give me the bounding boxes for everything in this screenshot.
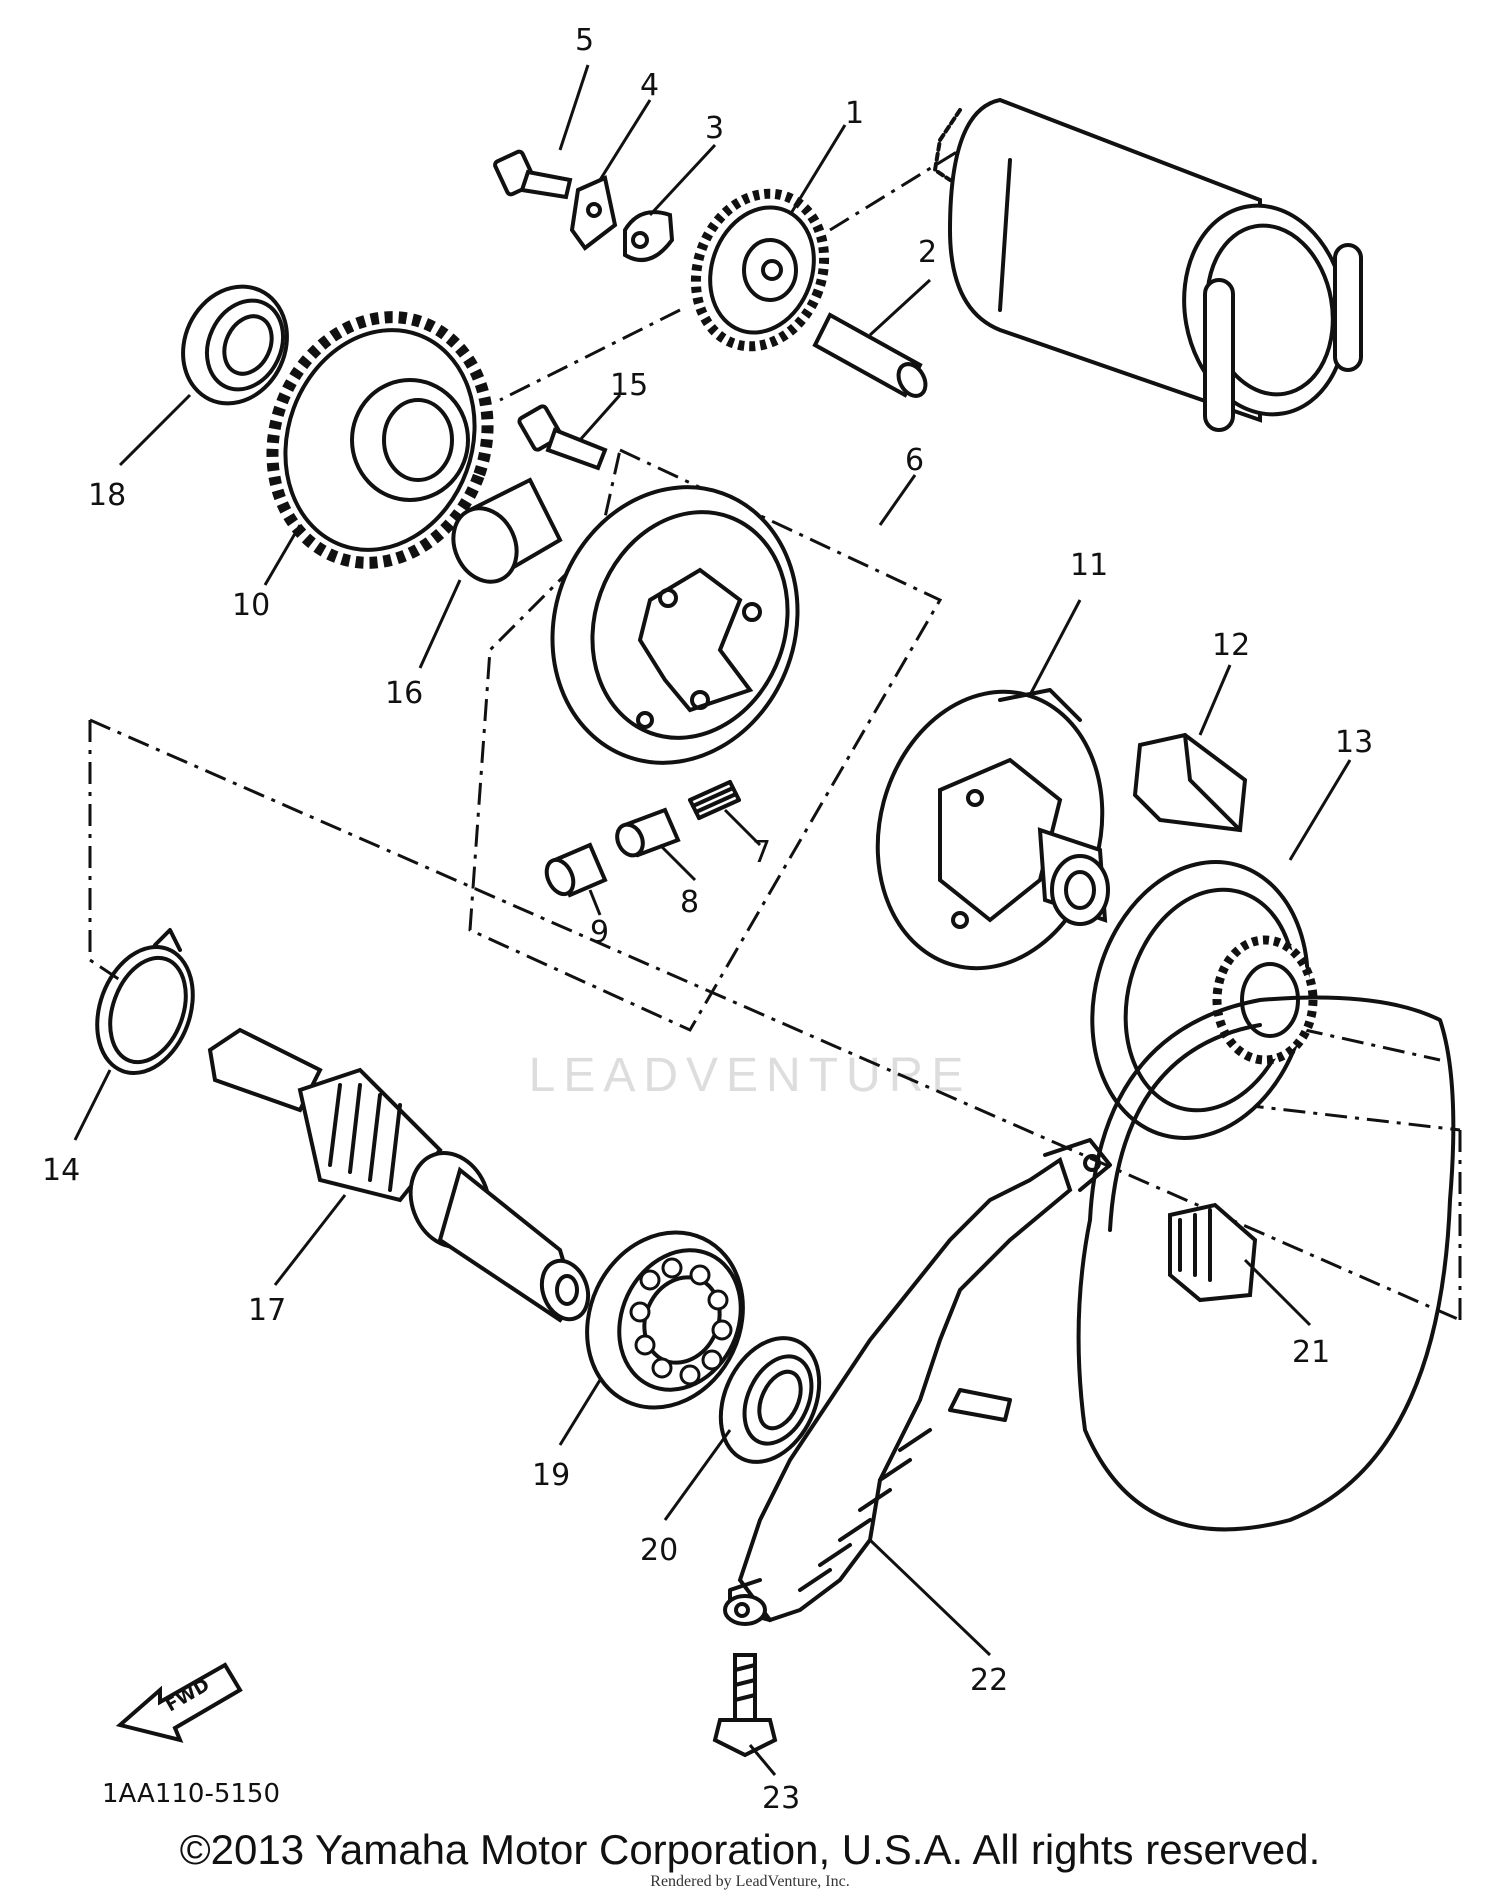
exploded-parts-diagram: FWD 1 2 3 4 5 6 7 8 9 10 xyxy=(42,23,1462,1816)
callout-15: 15 xyxy=(610,368,648,403)
callout-23: 23 xyxy=(762,1781,800,1816)
leader-lines xyxy=(73,64,1352,1776)
callout-13: 13 xyxy=(1335,725,1373,760)
bolt-23 xyxy=(712,1653,778,1758)
callout-numbers: 1 2 3 4 5 6 7 8 9 10 11 12 13 14 15 16 1… xyxy=(42,23,1373,1816)
callout-10: 10 xyxy=(232,588,270,623)
washer-4 xyxy=(569,175,618,251)
callout-5: 5 xyxy=(575,23,594,58)
callout-11: 11 xyxy=(1070,548,1108,583)
callout-14: 14 xyxy=(42,1153,80,1188)
collar-12 xyxy=(1132,732,1248,833)
callout-12: 12 xyxy=(1212,628,1250,663)
callout-6: 6 xyxy=(905,443,924,478)
callout-3: 3 xyxy=(705,111,724,146)
callout-1: 1 xyxy=(845,96,864,131)
spring-7 xyxy=(688,780,741,820)
copyright-notice: ©2013 Yamaha Motor Corporation, U.S.A. A… xyxy=(179,1826,1321,1873)
callout-17: 17 xyxy=(248,1293,286,1328)
oil-seal-20 xyxy=(718,1336,822,1464)
roller-9 xyxy=(544,842,608,898)
rendered-by-notice: Rendered by LeadVenture, Inc. xyxy=(650,1873,850,1890)
circlip-14 xyxy=(95,928,195,1075)
guide-22 xyxy=(723,1138,1112,1626)
callout-2: 2 xyxy=(918,235,937,270)
bolt-5 xyxy=(493,149,573,200)
collar-21 xyxy=(1168,1202,1258,1303)
cover-outline xyxy=(1076,995,1456,1532)
callout-21: 21 xyxy=(1292,1335,1330,1370)
bushing-16 xyxy=(451,477,563,584)
callout-9: 9 xyxy=(590,915,609,950)
shaft-2 xyxy=(812,312,928,398)
starter-motor xyxy=(933,97,1363,432)
part-code: 1AA110-5150 xyxy=(102,1779,280,1809)
bearing-18 xyxy=(181,284,289,406)
callout-7: 7 xyxy=(752,835,771,870)
callout-22: 22 xyxy=(970,1663,1008,1698)
leadventure-watermark: LEADVENTURE xyxy=(528,1049,972,1102)
plate-3 xyxy=(623,210,675,262)
bearing-19 xyxy=(585,1230,745,1410)
gear-10 xyxy=(266,311,494,569)
clutch-body-6 xyxy=(550,485,800,765)
gear-1 xyxy=(690,188,830,352)
callout-20: 20 xyxy=(640,1533,678,1568)
clutch-hub-11 xyxy=(875,688,1110,971)
shaft-17 xyxy=(207,1027,591,1323)
callout-18: 18 xyxy=(88,478,126,513)
callout-16: 16 xyxy=(385,676,423,711)
plunger-8 xyxy=(615,807,681,858)
bolt-15 xyxy=(517,404,608,471)
callout-8: 8 xyxy=(680,885,699,920)
callout-19: 19 xyxy=(532,1458,570,1493)
fwd-arrow-icon: FWD xyxy=(115,1662,243,1743)
callout-4: 4 xyxy=(640,68,659,103)
